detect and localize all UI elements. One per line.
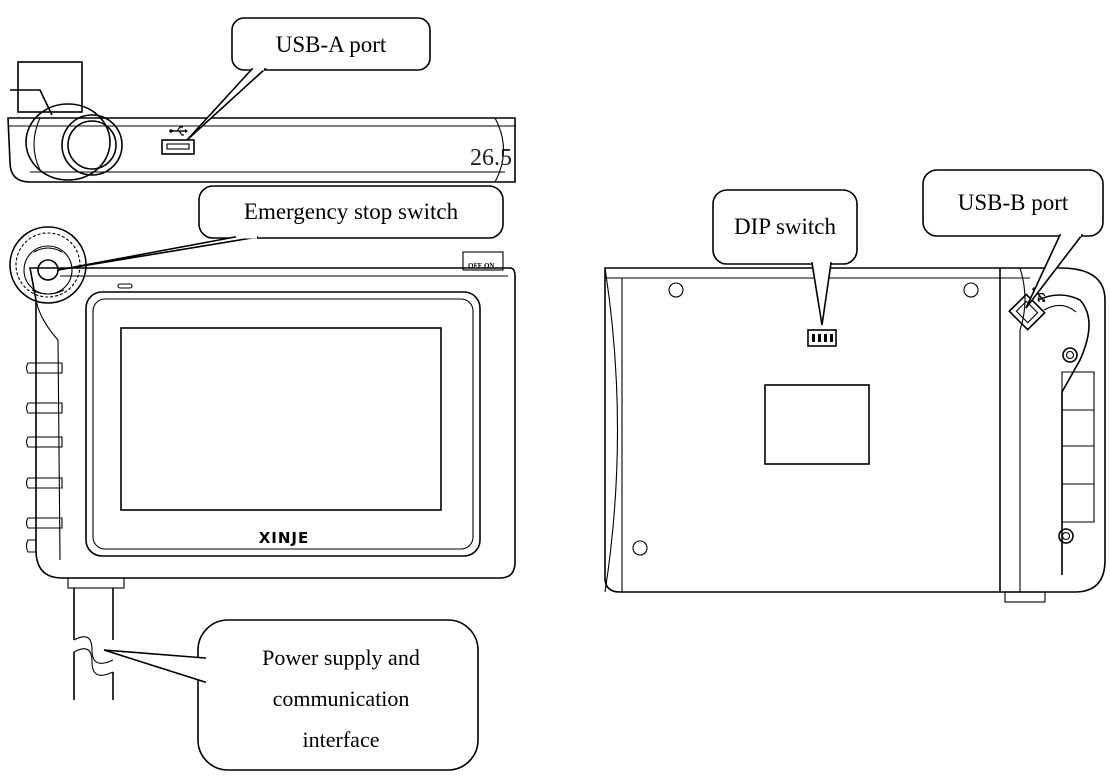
usb-a-label: USB-A port <box>276 32 387 57</box>
right-grip-ribs <box>1061 371 1095 523</box>
estop-knob-top <box>25 103 123 181</box>
callout-usb-a: USB-A port <box>186 17 431 141</box>
screen-bezel <box>85 291 481 557</box>
callout-dip-switch: DIP switch <box>712 189 858 326</box>
back-view <box>604 267 1106 603</box>
dimension-text: 26.5 <box>470 145 512 171</box>
usb-a-port <box>161 139 195 155</box>
back-body <box>604 267 1106 593</box>
emergency-stop-label: Emergency stop switch <box>244 199 459 224</box>
power-label-line3: interface <box>303 727 380 752</box>
back-button-lower <box>1058 528 1074 544</box>
screw-hole <box>632 540 648 556</box>
front-view: XINJE OFF ON <box>9 226 516 700</box>
usb-b-port <box>1008 293 1046 331</box>
off-on-switch: OFF ON <box>462 251 504 271</box>
front-body <box>29 267 516 579</box>
screw-hole <box>963 282 979 298</box>
dip-switch <box>807 329 837 347</box>
led-indicator <box>117 283 133 289</box>
label-area <box>764 384 870 465</box>
cable-connector <box>67 577 125 589</box>
back-bottom-connector <box>1004 591 1046 603</box>
power-label-line2: communication <box>273 686 410 711</box>
back-button-upper <box>1062 347 1078 363</box>
left-grip-ribs <box>25 362 63 553</box>
emergency-stop-switch <box>9 226 87 304</box>
callout-usb-b: USB-B port <box>922 169 1104 309</box>
power-label-line1: Power supply and <box>262 645 420 670</box>
off-label: OFF <box>468 262 482 270</box>
device-body-top <box>7 117 516 183</box>
top-view: 26.5 <box>7 61 516 183</box>
display-screen <box>120 327 442 511</box>
brand-logo: XINJE <box>259 529 310 547</box>
usb-icon <box>169 126 188 136</box>
on-label: ON <box>484 262 495 270</box>
usb-b-label: USB-B port <box>958 190 1069 215</box>
callout-power: Power supply and communication interface <box>103 619 479 771</box>
power-cable <box>73 588 114 700</box>
dip-switch-label: DIP switch <box>734 214 837 239</box>
callout-emergency-stop: Emergency stop switch <box>57 185 504 271</box>
screw-hole <box>668 282 684 298</box>
